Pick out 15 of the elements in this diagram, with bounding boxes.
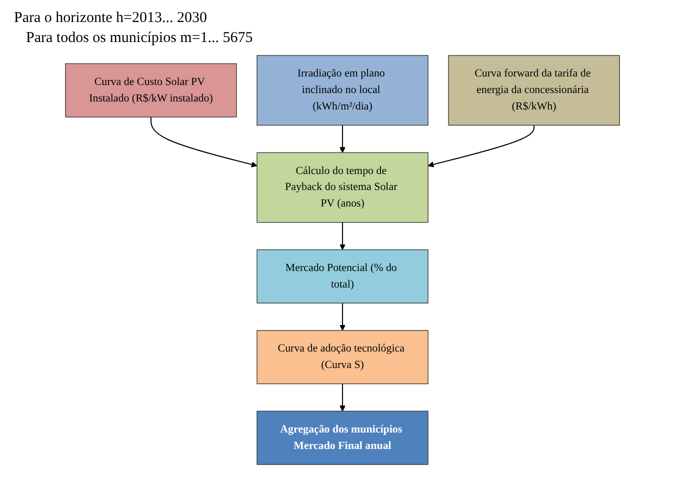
note-text: Para todos os municípios m=1... 5675 <box>25 29 254 48</box>
node-box: Agregação dos municípios Mercado Final anual <box>256 410 428 465</box>
node-box: Mercado Potencial (% do total) <box>256 249 428 304</box>
arrow <box>339 303 346 331</box>
note-text: Para o horizonte h=2013... 2030 <box>14 9 208 28</box>
arrow <box>339 384 346 412</box>
arrow <box>339 222 346 250</box>
node-box: Cálculo do tempo de Payback do sistema Solar PV (anos) <box>256 152 428 223</box>
arrow <box>428 125 535 168</box>
node-box: Irradiação em plano inclinado no local (kWh/m²/dia) <box>256 55 428 126</box>
arrow <box>150 117 258 168</box>
node-box: Curva forward da tarifa de energia da concessionária (R$/kWh) <box>448 55 620 126</box>
node-box: Curva de Custo Solar PV Instalado (R$/kW instalado) <box>65 63 237 118</box>
node-box: Curva de adoção tecnológica (Curva S) <box>256 330 428 384</box>
arrow <box>339 125 346 153</box>
